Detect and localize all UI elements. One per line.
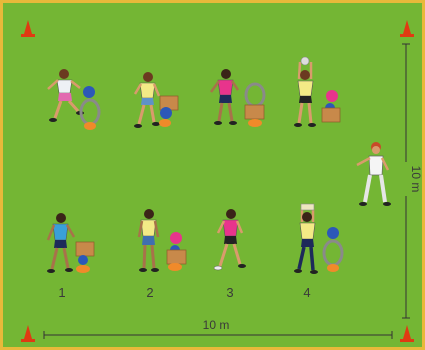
base-cone-icon	[248, 119, 262, 127]
base-cone-icon	[76, 265, 90, 273]
ball-icon	[83, 86, 95, 98]
base-cone-icon	[84, 122, 96, 130]
grass-area	[3, 3, 422, 347]
width-dimension-label: 10 m	[203, 318, 230, 332]
base-cone-icon	[327, 264, 339, 272]
base-cone-icon	[168, 263, 182, 271]
box-icon	[167, 250, 186, 264]
box-icon	[322, 108, 340, 122]
station-number-4: 4	[303, 285, 310, 300]
box-icon	[245, 105, 264, 119]
station-number-1: 1	[58, 285, 65, 300]
station-number-2: 2	[146, 285, 153, 300]
height-dimension-label: 10 m	[409, 166, 423, 193]
base-cone-icon	[159, 119, 171, 127]
ball-icon	[170, 232, 182, 244]
ball-icon	[78, 255, 88, 265]
ball-icon	[326, 90, 338, 102]
station-number-3: 3	[226, 285, 233, 300]
ball-icon	[160, 107, 172, 119]
ball-icon	[327, 227, 339, 239]
box-icon	[76, 242, 94, 256]
